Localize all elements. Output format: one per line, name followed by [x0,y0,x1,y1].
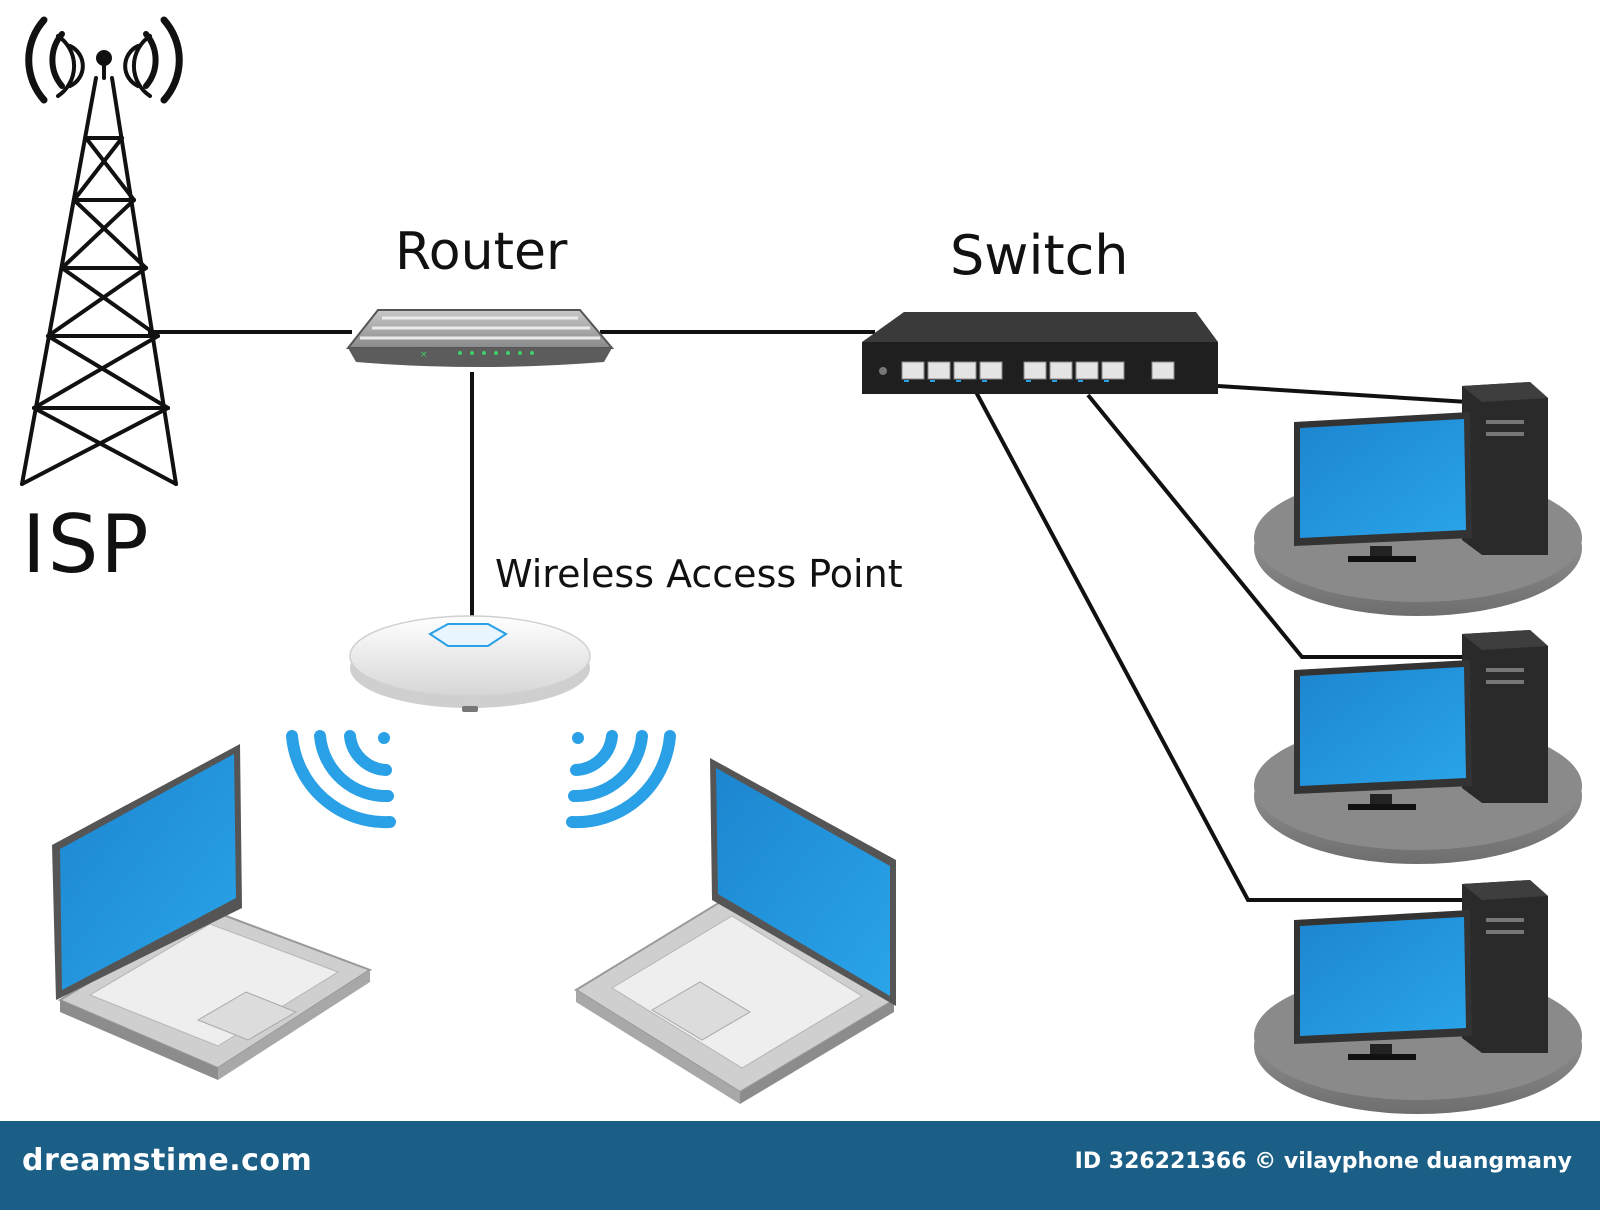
switch-label: Switch [950,224,1129,287]
wifi-signal-right-icon [566,730,676,829]
wireless-access-point-icon [349,615,591,712]
footer-brand-logo[interactable]: dreamstime.com [22,1143,313,1178]
router-label: Router [395,222,568,282]
laptop-right-icon [574,758,896,1104]
cable-switch-pc1 [1217,384,1469,404]
wifi-signal-left-icon [286,730,396,829]
cables [148,330,1470,902]
footer-bar: dreamstime.com ID 326221366 © vilayphone… [0,1121,1600,1210]
footer-image-credit: ID 326221366 © vilayphone duangmany [1074,1149,1572,1174]
laptop-left-icon [52,744,373,1080]
isp-label: ISP [22,498,151,591]
wireless-access-point-label: Wireless Access Point [495,552,903,596]
isp-tower-icon [20,16,183,486]
router-icon: × [345,309,615,367]
network-diagram: × [20,16,1582,1114]
cable-switch-pc3 [974,391,1470,902]
desktop-pc-3-icon [1254,880,1582,1114]
cable-switch-pc2 [1086,393,1470,659]
desktop-pc-2-icon [1254,630,1582,864]
desktop-pc-1-icon [1254,382,1582,616]
svg-text:×: × [420,350,428,360]
switch-icon [862,312,1218,394]
